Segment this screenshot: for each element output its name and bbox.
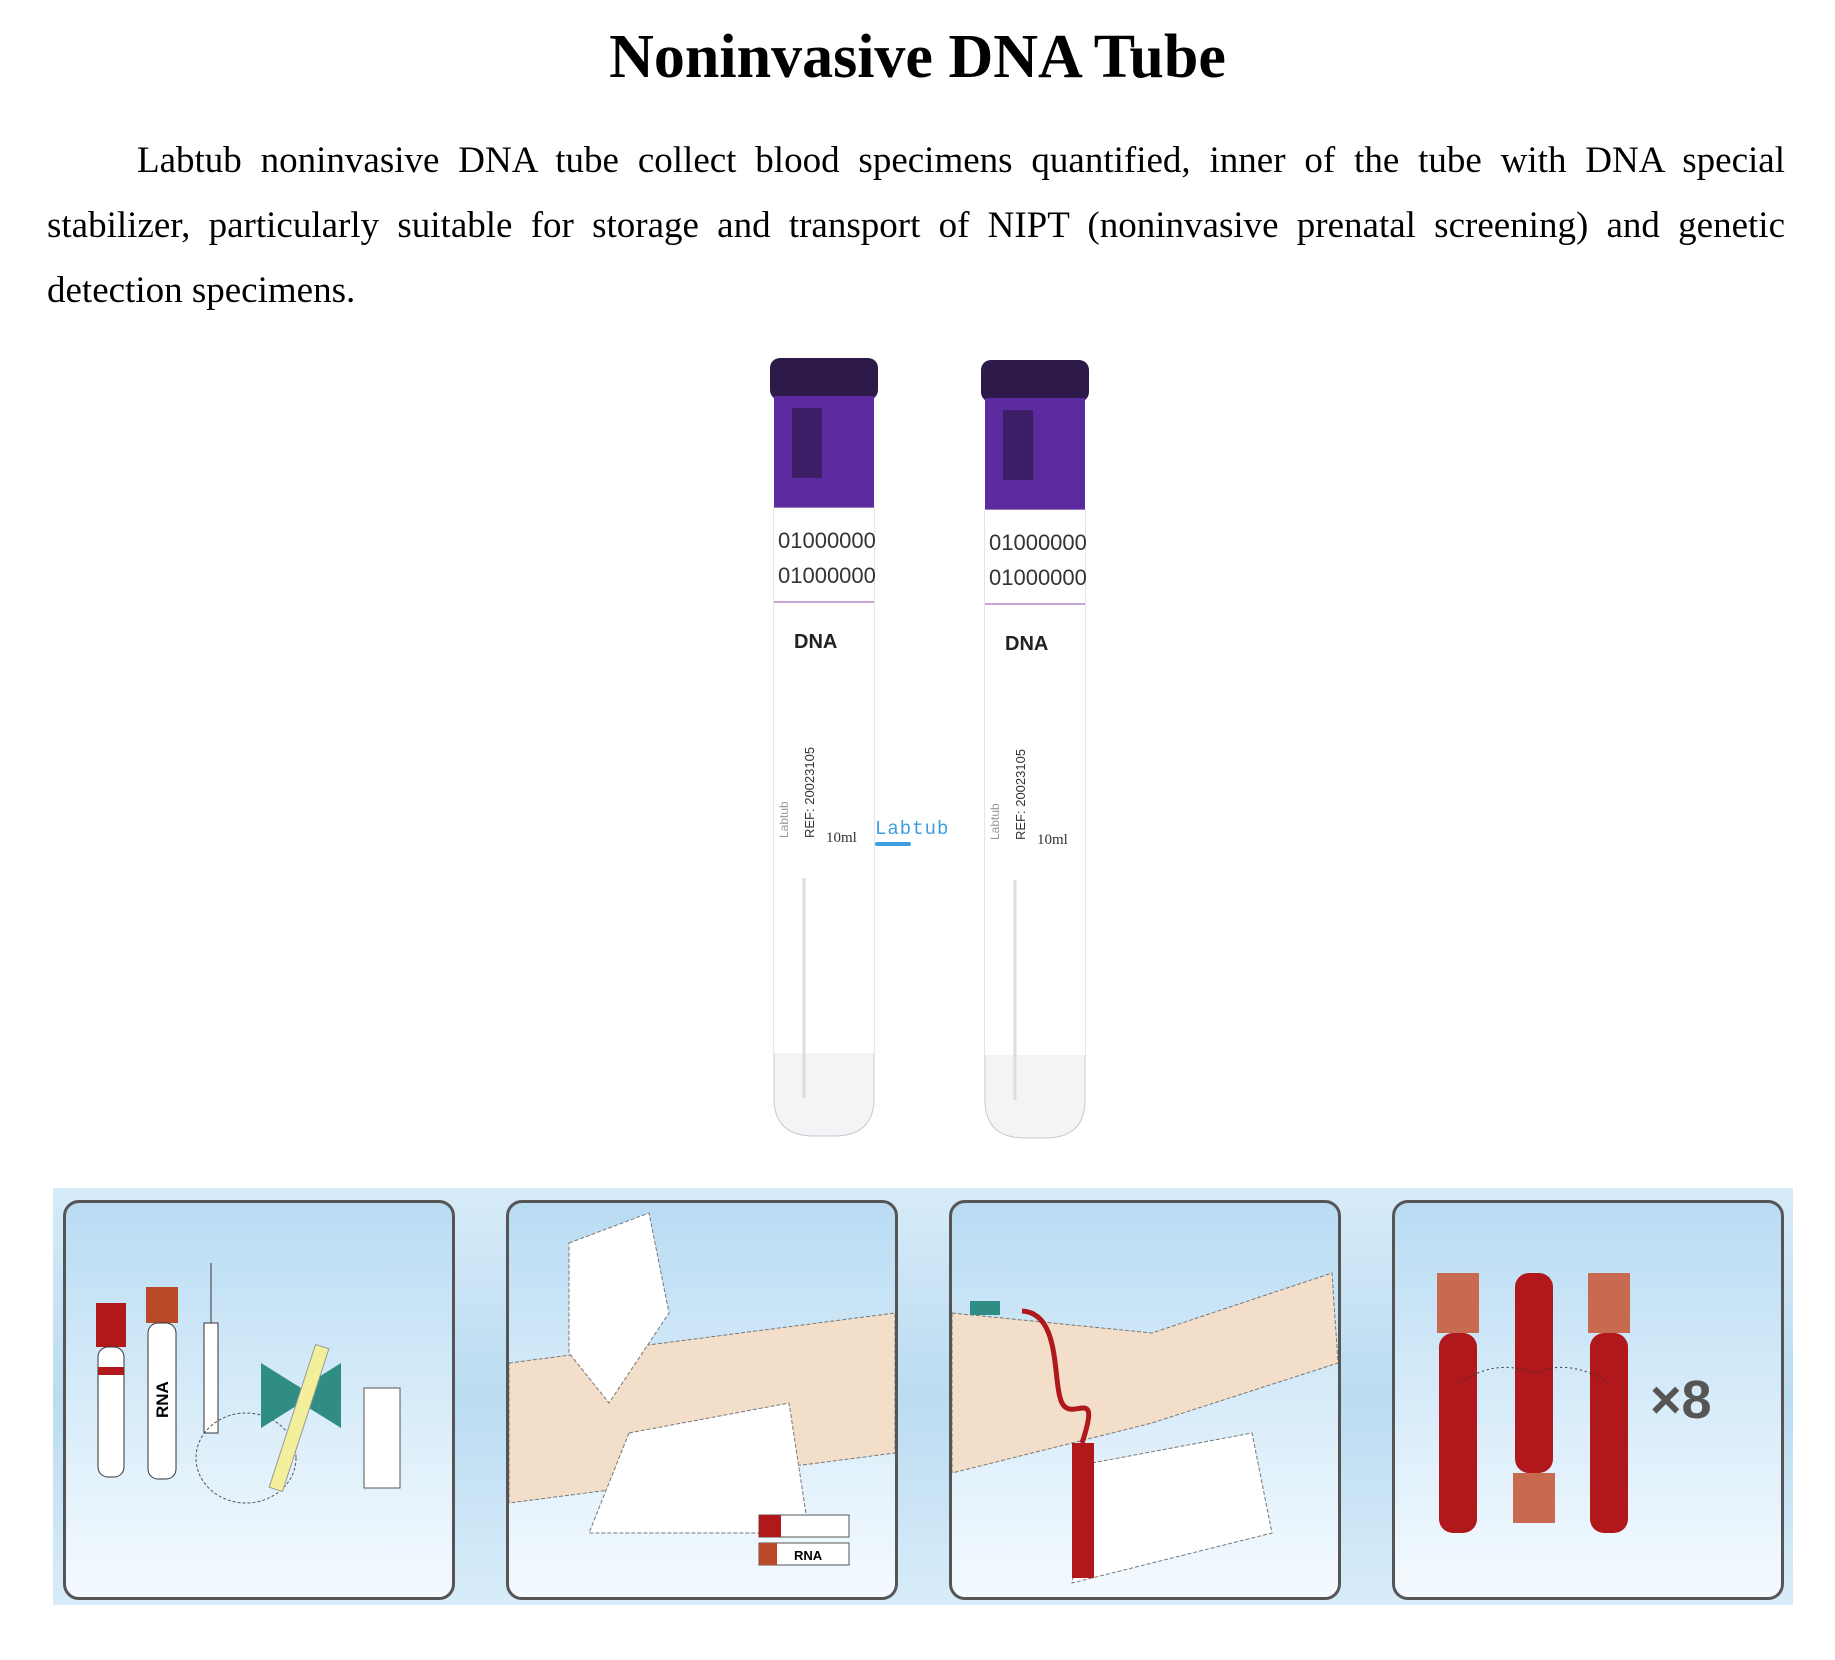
tube-code-2: 01000000 [989, 565, 1087, 590]
panel-venipuncture: RNA [506, 1200, 898, 1600]
dna-tube-left: 01000000 01000000 DNA REF: 20023105 Labt… [764, 358, 884, 1138]
tube-volume: 10ml [1037, 832, 1068, 848]
product-description: Labtub noninvasive DNA tube collect bloo… [47, 140, 1785, 311]
panel-invert-mix: ×8 [1392, 1200, 1784, 1600]
tube-type: DNA [794, 631, 837, 653]
rna-label: RNA [794, 1548, 823, 1563]
page-title: Noninvasive DNA Tube [609, 23, 1226, 91]
tube-code-2: 01000000 [778, 563, 876, 588]
multiplier-label: ×8 [1650, 1370, 1712, 1430]
tube-ref: REF: 20023105 [802, 747, 817, 838]
rna-label: RNA [153, 1381, 172, 1418]
tube-brand: Labtub [777, 801, 791, 838]
tube-brand: Labtub [988, 803, 1002, 840]
tube-code-1: 01000000 [989, 530, 1087, 555]
labtub-watermark-logo: Labtub [875, 818, 975, 846]
tube-volume: 10ml [826, 830, 857, 846]
instruction-illustrations: RNA RNA [53, 1188, 1793, 1605]
panel-blood-collection [949, 1200, 1341, 1600]
logo-text: Labtub [875, 818, 950, 840]
dna-tube-right: 01000000 01000000 DNA REF: 20023105 Labt… [975, 360, 1095, 1140]
panel-supplies: RNA [63, 1200, 455, 1600]
tube-type: DNA [1005, 633, 1048, 655]
tube-ref: REF: 20023105 [1013, 749, 1028, 840]
tube-code-1: 01000000 [778, 528, 876, 553]
